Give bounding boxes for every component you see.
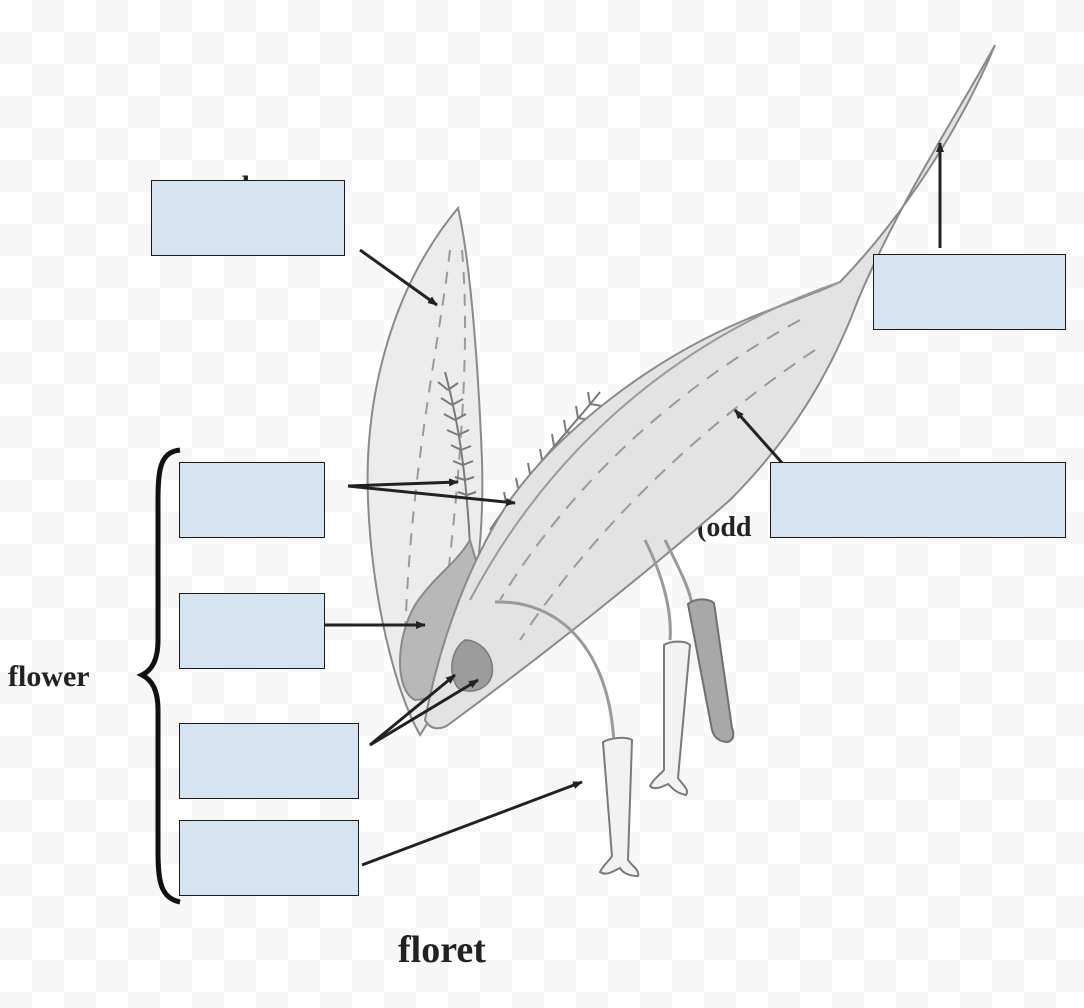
lemma-inner-edge bbox=[469, 281, 841, 601]
arrow-stigma-1 bbox=[347, 478, 459, 488]
arrow-stigma-2 bbox=[347, 484, 516, 507]
stigma-left bbox=[437, 371, 477, 546]
arrow-palea bbox=[359, 248, 438, 307]
answer-box-ovary[interactable] bbox=[179, 593, 325, 669]
anther-1 bbox=[598, 736, 640, 878]
lemma-dashed-vein-1 bbox=[499, 319, 801, 601]
answer-box-awn[interactable] bbox=[873, 254, 1066, 330]
floret-label: floret bbox=[398, 929, 486, 971]
answer-box-stamens[interactable] bbox=[179, 820, 359, 896]
answer-box-palea[interactable] bbox=[151, 180, 345, 256]
flower-brace bbox=[136, 447, 181, 905]
answer-box-lodicules[interactable] bbox=[179, 723, 359, 799]
answer-box-stigmas[interactable] bbox=[179, 462, 325, 538]
lemma-shape bbox=[423, 44, 996, 730]
lemma-dashed-vein-2 bbox=[519, 349, 816, 641]
arrows bbox=[325, 142, 944, 867]
flower-label: flower bbox=[8, 660, 90, 693]
arrow-stamen bbox=[361, 780, 583, 867]
anther-2 bbox=[648, 640, 692, 797]
arrow-lodicule-2 bbox=[369, 678, 479, 747]
lodicule-shape bbox=[451, 639, 494, 692]
arrow-lodicule-1 bbox=[369, 673, 456, 747]
stamen-filaments bbox=[494, 539, 694, 746]
answer-box-lemma[interactable] bbox=[770, 462, 1066, 538]
anther-3 bbox=[686, 598, 735, 744]
